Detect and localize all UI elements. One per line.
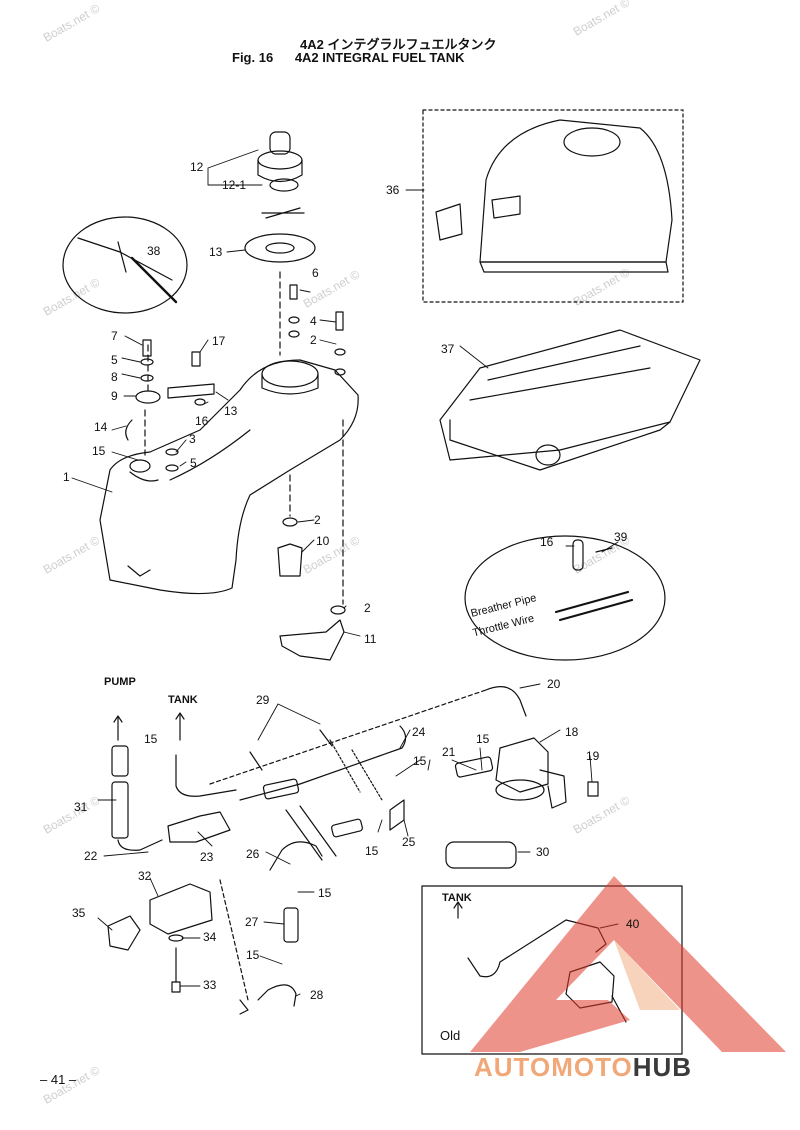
fuel-cap-part	[257, 131, 305, 219]
callout-38: 38	[147, 244, 161, 258]
figure-title-text: 4A2 INTEGRAL FUEL TANK	[294, 50, 465, 65]
title-japanese: 4A2 インテグラルフュエルタンク	[300, 37, 497, 52]
fuel-tank-body	[99, 359, 359, 595]
callout-15-b: 15	[144, 732, 158, 746]
callout-16: 16	[195, 414, 209, 428]
top-cowl-group	[422, 109, 684, 303]
page-number: – 41 –	[40, 1072, 77, 1087]
callout-10: 10	[316, 534, 330, 548]
callout-6: 6	[312, 266, 319, 280]
callout-24: 24	[412, 725, 426, 739]
callout-32: 32	[138, 869, 152, 883]
callout-20: 20	[547, 677, 561, 691]
breather-detail-oval	[62, 216, 188, 314]
callout-5-b: 5	[190, 456, 197, 470]
callout-15-g: 15	[246, 948, 260, 962]
pipe-clamp-detail-oval	[464, 535, 666, 661]
callout-28: 28	[310, 988, 324, 1002]
tank-label: TANK	[168, 694, 198, 706]
callout-33: 33	[203, 978, 217, 992]
bottom-cowl-group	[439, 329, 701, 471]
callout-9: 9	[111, 389, 118, 403]
callout-17: 17	[212, 334, 226, 348]
fuel-line-group	[111, 686, 599, 871]
callout-11: 11	[364, 632, 377, 646]
callout-19: 19	[586, 749, 600, 763]
callout-1: 1	[63, 470, 70, 484]
leader-lines	[71, 149, 619, 997]
callout-37: 37	[441, 342, 455, 356]
callout-5: 5	[111, 353, 118, 367]
callout-8: 8	[111, 370, 118, 384]
old-version-label: Old	[440, 1028, 461, 1043]
figure-number: Fig. 16	[232, 50, 274, 65]
callout-2-b: 2	[314, 513, 321, 527]
pump-label: PUMP	[104, 676, 136, 688]
callout-15-c: 15	[413, 754, 427, 768]
logo-part-1: AUTOMOTO	[474, 1052, 633, 1082]
callout-40: 40	[626, 917, 640, 931]
callout-35: 35	[72, 906, 86, 920]
callout-18: 18	[565, 725, 579, 739]
callout-21: 21	[442, 745, 456, 759]
callout-30: 30	[536, 845, 550, 859]
callout-31: 31	[74, 800, 88, 814]
fasteners	[125, 284, 346, 661]
automotohub-logo-mark	[470, 876, 786, 1052]
callout-27: 27	[245, 915, 259, 929]
callout-13-b: 13	[224, 404, 238, 418]
callout-13: 13	[209, 245, 223, 259]
callout-14: 14	[94, 420, 108, 434]
callout-23: 23	[200, 850, 214, 864]
callout-2: 2	[310, 333, 317, 347]
callout-25: 25	[402, 835, 416, 849]
callout-34: 34	[203, 930, 217, 944]
callout-3: 3	[189, 432, 196, 446]
automotohub-logo-text: AUTOMOTOHUB	[474, 1052, 692, 1083]
callout-4: 4	[310, 314, 317, 328]
logo-part-2: HUB	[632, 1052, 693, 1082]
figure-title: Fig. 16 4A2 INTEGRAL FUEL TANK	[232, 50, 465, 65]
callout-12-1: 12-1	[222, 178, 247, 192]
callout-15-d: 15	[476, 732, 490, 746]
callout-7: 7	[111, 329, 118, 343]
callout-2-c: 2	[364, 601, 371, 615]
tank-label-old: TANK	[442, 892, 472, 904]
callout-15-f: 15	[318, 886, 332, 900]
callout-26: 26	[246, 847, 260, 861]
callout-29: 29	[256, 693, 270, 707]
callout-22: 22	[84, 849, 98, 863]
fuel-pump-group	[107, 879, 299, 1015]
callout-15: 15	[92, 444, 106, 458]
callout-16-b: 16	[540, 535, 554, 549]
callout-15-e: 15	[365, 844, 379, 858]
callout-36: 36	[386, 183, 400, 197]
callout-12: 12	[190, 160, 204, 174]
callout-39: 39	[614, 530, 628, 544]
gasket-part	[244, 233, 316, 263]
